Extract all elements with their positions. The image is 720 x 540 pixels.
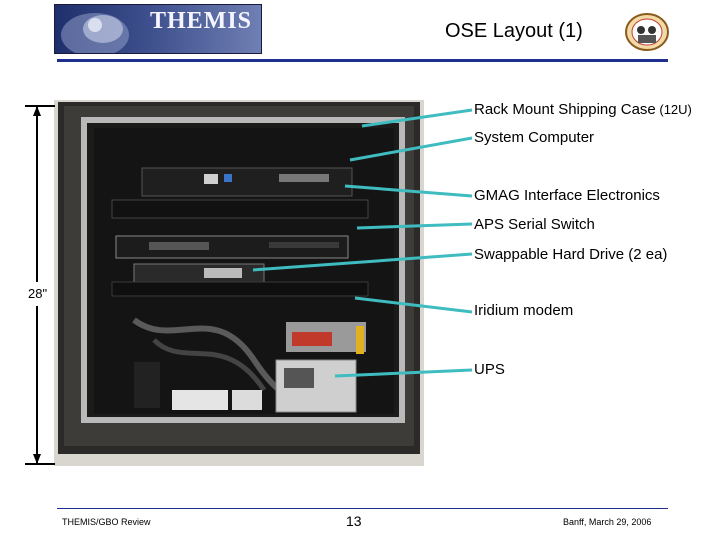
leader-shipping-case	[361, 108, 473, 128]
callout-system-computer: System Computer	[474, 129, 595, 146]
team-seal-icon	[625, 13, 669, 51]
leader-hard-drive	[252, 252, 473, 272]
logo-text: THEMIS	[150, 8, 253, 34]
dimension-label: 28"	[28, 286, 48, 301]
header-rule	[57, 59, 668, 62]
leader-iridium	[354, 296, 473, 314]
slide-title: OSE Layout (1)	[445, 20, 583, 42]
callout-iridium-modem: Iridium modem	[474, 302, 574, 319]
satellite-icon	[61, 13, 129, 53]
leader-gmag	[344, 184, 473, 198]
callout-shipping-case: Rack Mount Shipping Case (12U)	[474, 101, 692, 118]
height-dimension-marker	[25, 105, 55, 465]
footer-left-text: THEMIS/GBO Review	[62, 517, 151, 527]
equipment-rack-photo	[54, 100, 424, 466]
callout-hard-drive: Swappable Hard Drive (2 ea)	[474, 246, 668, 263]
page-number: 13	[346, 513, 362, 529]
leader-ups	[334, 368, 473, 378]
footer-right-text: Banff, March 29, 2006	[563, 517, 652, 527]
leader-system-computer	[349, 136, 473, 162]
callout-gmag-interface: GMAG Interface Electronics	[474, 187, 660, 204]
footer-rule	[57, 508, 668, 509]
leader-aps	[356, 222, 473, 230]
callout-ups: UPS	[474, 361, 505, 378]
themis-logo: THEMIS	[54, 4, 262, 54]
callout-aps-serial-switch: APS Serial Switch	[474, 216, 595, 233]
